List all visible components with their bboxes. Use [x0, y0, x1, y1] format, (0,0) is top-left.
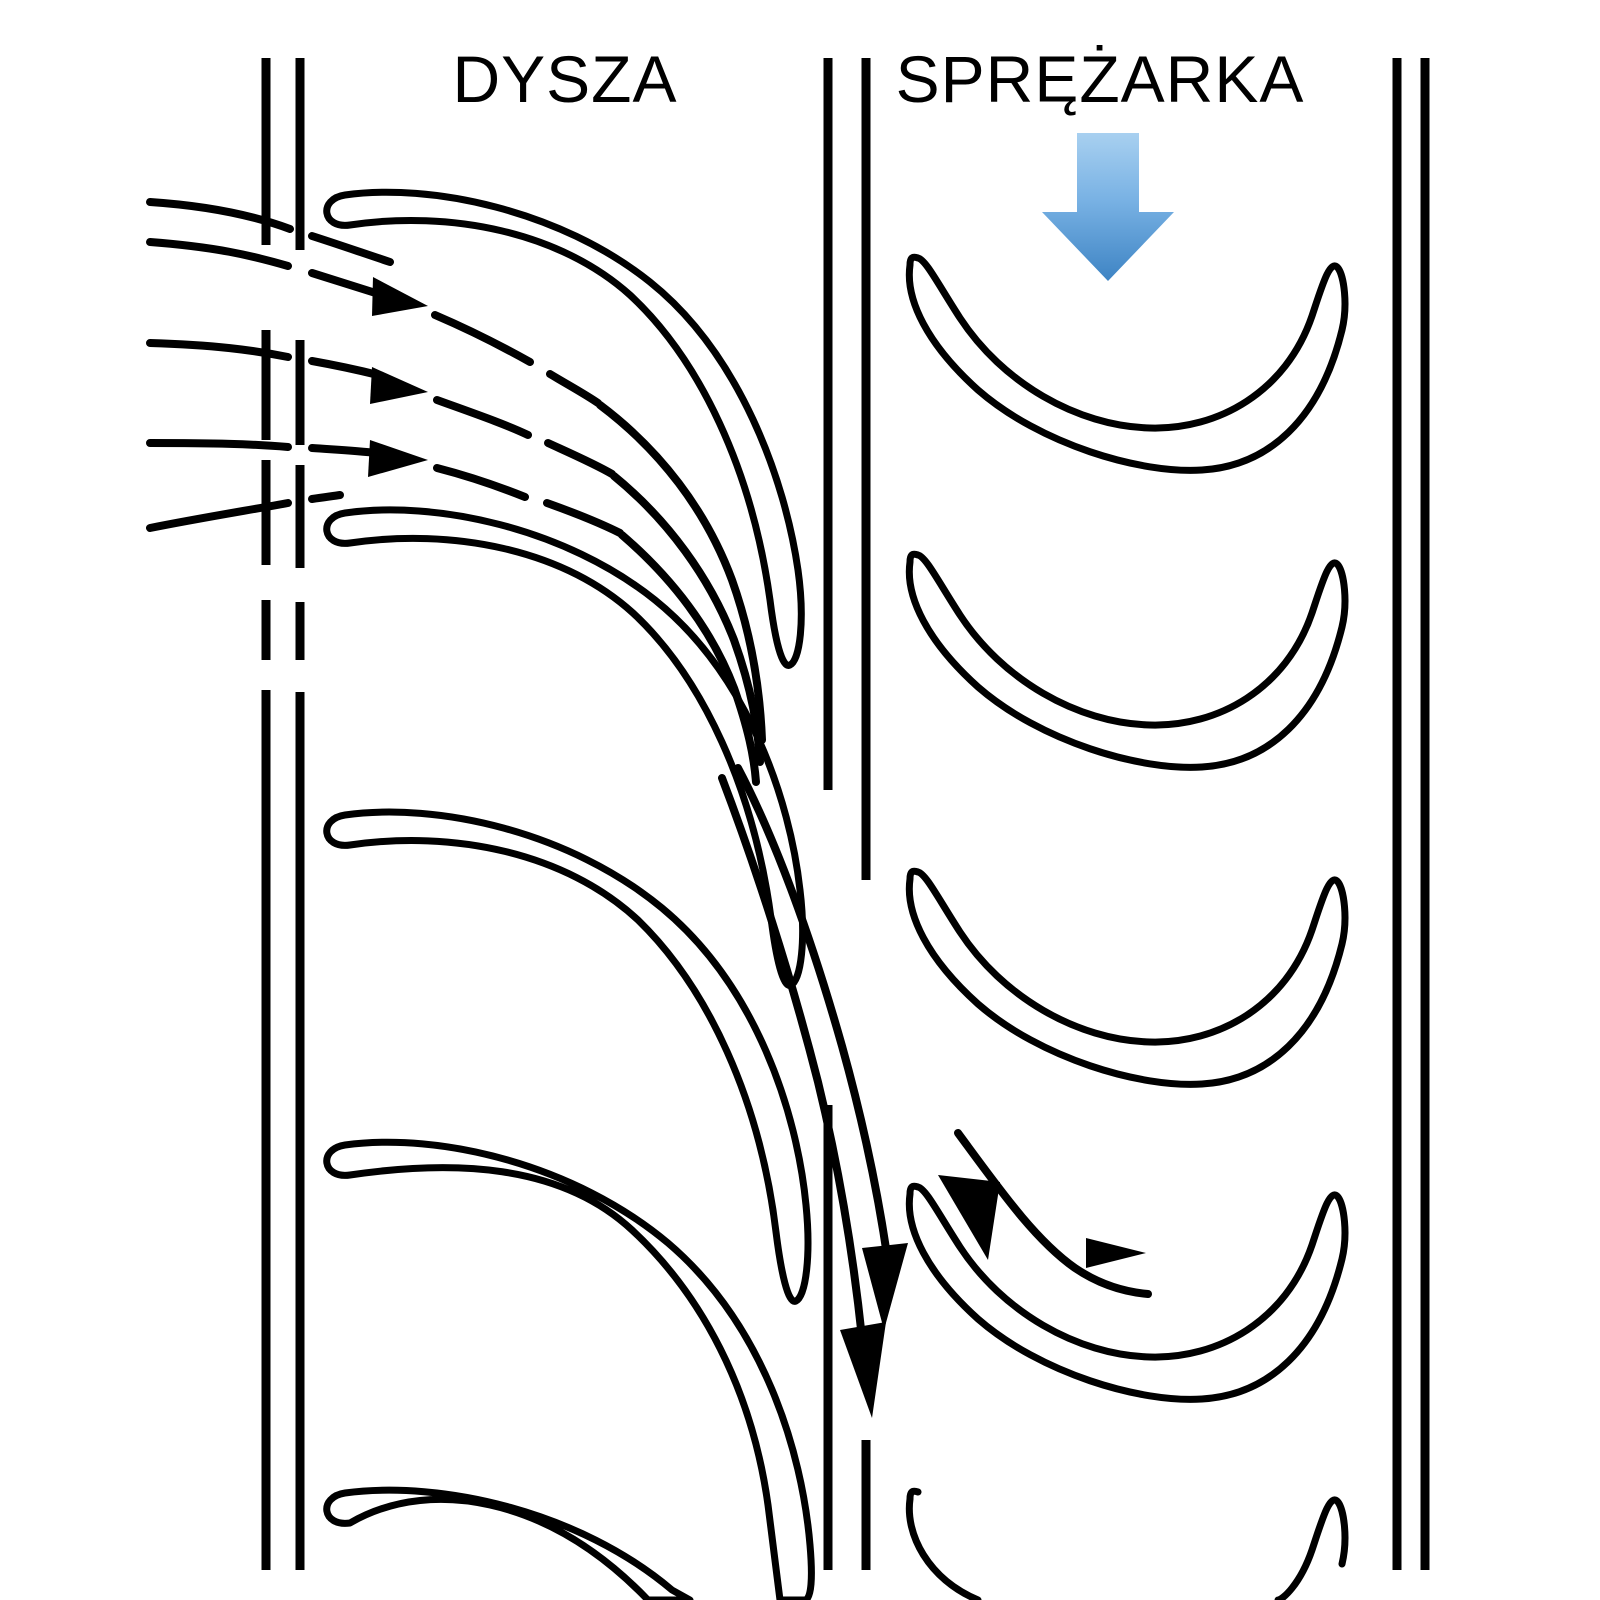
inlet-streamline: [308, 269, 386, 299]
inlet-streamline: [146, 198, 294, 233]
middle-wall-lines: [823, 58, 871, 1570]
nozzle-passage-streamline: [610, 472, 764, 766]
nozzle-vane: [323, 506, 807, 989]
nozzle-passage-streamline: [596, 401, 766, 744]
nozzle-label: DYSZA: [452, 42, 677, 116]
compressor-blade: [905, 550, 1349, 771]
rotation-direction-arrow: [1042, 133, 1174, 281]
mid-streamline-group: [596, 401, 766, 786]
inlet-flow-arrowhead: [372, 277, 428, 316]
compressor-label: SPRĘŻARKA: [896, 42, 1305, 116]
compressor-passage-streamline: [954, 1129, 1152, 1298]
inlet-streamline: [146, 339, 292, 361]
compressor-exit-arrowhead: [1086, 1238, 1146, 1268]
nozzle-exit-streamline: [734, 764, 892, 1266]
nozzle-exit-arrowhead: [840, 1322, 886, 1418]
compressor-streamline-group: [938, 1129, 1152, 1298]
compressor-blade: [905, 253, 1349, 474]
inlet-streamline: [543, 499, 624, 537]
inlet-streamline: [146, 439, 292, 451]
compressor-blade: [905, 1182, 1349, 1403]
inlet-flow-arrowhead: [368, 440, 428, 477]
nozzle-passage-streamline: [618, 531, 760, 786]
left-wall-lines: [261, 58, 305, 1570]
nozzle-vane-group: [323, 188, 815, 1600]
compressor-blade: [905, 867, 1349, 1088]
inlet-streamline: [308, 491, 344, 503]
nozzle-exit-streamline: [718, 774, 866, 1342]
inlet-streamline: [433, 396, 532, 439]
compressor-blade: [905, 1487, 1349, 1600]
inlet-streamline: [546, 370, 602, 407]
inlet-streamline: [146, 499, 292, 532]
nozzle-vane: [323, 1138, 815, 1600]
inlet-streamline: [308, 357, 382, 379]
exit-streamline-group: [718, 764, 908, 1418]
blue-arrow-shape: [1042, 133, 1174, 281]
nozzle-vane: [323, 808, 812, 1305]
inlet-streamline: [433, 464, 529, 501]
inlet-streamline-group: [146, 198, 624, 537]
inlet-streamline: [308, 444, 380, 457]
inlet-flow-arrowhead: [370, 367, 428, 404]
inlet-streamline: [146, 238, 292, 270]
compressor-inlet-arrowhead: [938, 1175, 1000, 1260]
inlet-streamline: [544, 439, 616, 478]
inlet-streamline: [308, 232, 394, 266]
right-wall-lines: [1392, 58, 1430, 1570]
compressor-blade-group: [905, 253, 1349, 1600]
nozzle-vane: [323, 188, 805, 669]
inlet-streamline: [431, 311, 534, 366]
nozzle-vane: [323, 1486, 694, 1600]
nozzle-exit-arrowhead: [862, 1243, 908, 1330]
